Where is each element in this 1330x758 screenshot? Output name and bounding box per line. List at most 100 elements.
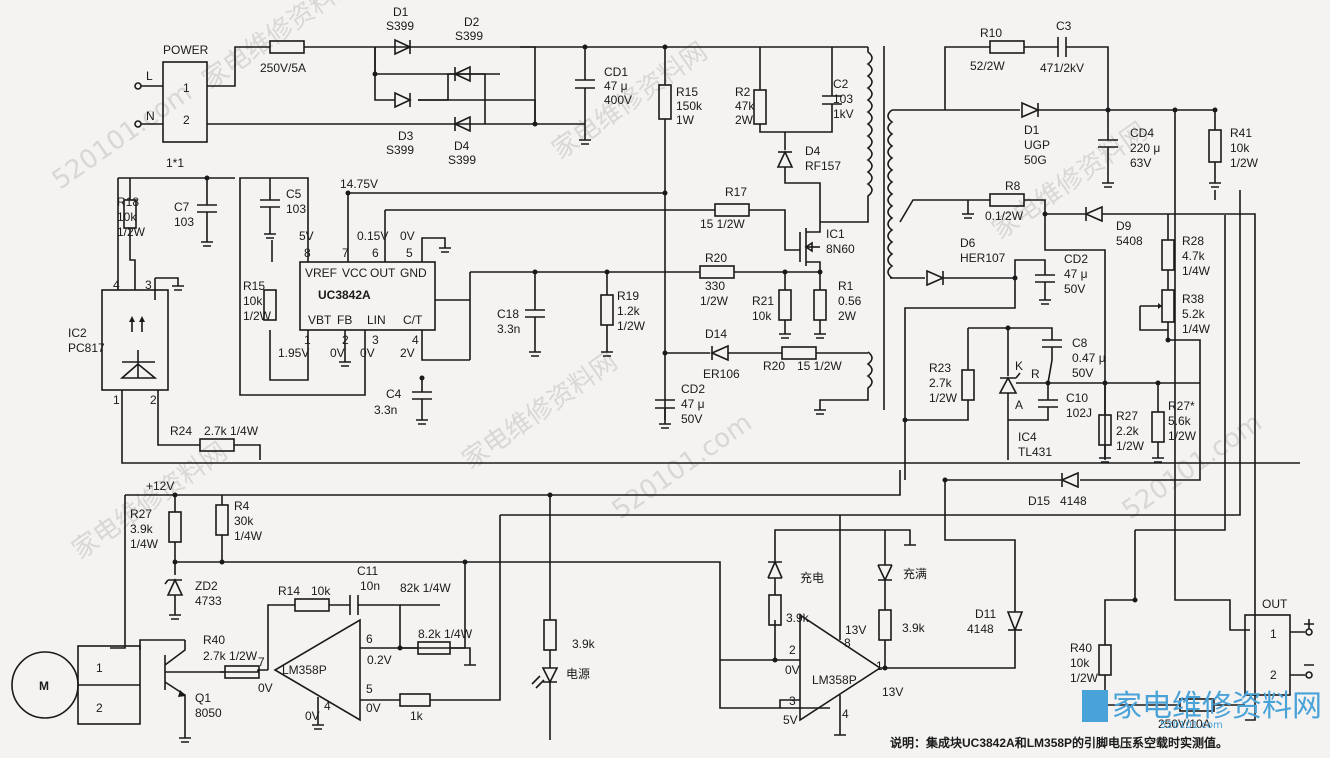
- d2-name: D2: [464, 15, 480, 29]
- r19-power: 1/2W: [617, 319, 646, 333]
- power-l-label: L: [146, 69, 153, 83]
- resistor-r15-feedback: R15 10k 1/2W: [243, 279, 277, 323]
- r27a-value: 2.2k: [1116, 424, 1140, 438]
- out-pin2: 2: [1270, 668, 1277, 682]
- resistor-r15-startup: R15 150k 1W: [658, 44, 703, 420]
- c11-name: C11: [357, 564, 378, 578]
- terminal-l: [134, 82, 142, 90]
- motor-label: M: [39, 679, 49, 693]
- r28-power: 1/4W: [1182, 264, 1211, 278]
- r27a-power: 1/2W: [1116, 439, 1145, 453]
- d14-value: ER106: [703, 367, 740, 381]
- out-title: OUT: [1262, 597, 1288, 611]
- r2-power: 2W: [735, 113, 754, 127]
- logo-icon: [1082, 690, 1108, 722]
- uc-ct-voltage: 2V: [400, 346, 415, 360]
- r19-name: R19: [617, 289, 639, 303]
- uc-pin4: 4: [412, 333, 419, 347]
- q1-name: Q1: [195, 691, 211, 705]
- c8-name: C8: [1072, 336, 1088, 350]
- d6-name: D6: [960, 236, 976, 250]
- uc-pin-vbt: VBT: [308, 313, 332, 327]
- lm2-v2: 0V: [785, 663, 800, 677]
- r40a-value: 2.7k 1/2W: [203, 649, 258, 663]
- r10-value: 52/2W: [970, 59, 1005, 73]
- lm1-pin4: 4: [324, 699, 331, 713]
- zd2-name: ZD2: [195, 579, 218, 593]
- power-pin2-label: 2: [183, 113, 190, 127]
- d1-value: S399: [386, 19, 414, 33]
- lm1-v4: 0V: [305, 709, 320, 723]
- fuse-output-label: 250V/10A: [1158, 717, 1211, 731]
- c18-value: 3.3n: [497, 322, 520, 336]
- uc-pin6: 6: [372, 246, 379, 260]
- lm2-name: LM358P: [812, 673, 857, 687]
- r4-name: R4: [234, 499, 250, 513]
- zd2-value: 4733: [195, 594, 222, 608]
- uc3842a-body: [299, 261, 436, 331]
- power-pin1-label: 1: [183, 81, 190, 95]
- r23-value: 2.7k: [929, 376, 953, 390]
- c3-value: 471/2kV: [1040, 61, 1084, 75]
- fuse-input-label: 250V/5A: [260, 61, 306, 75]
- r20b-name: R20: [763, 359, 785, 373]
- r20b-value: 15 1/2W: [797, 359, 842, 373]
- d3-value: S399: [386, 143, 414, 157]
- uc-out-voltage: 0.15V: [357, 229, 388, 243]
- r82-value: 82k 1/4W: [400, 581, 451, 595]
- uc-fb-voltage: 0V: [330, 346, 345, 360]
- r21-name: R21: [752, 294, 774, 308]
- led-charge-label: 充电: [800, 570, 824, 585]
- uc-pin3: 3: [372, 333, 379, 347]
- r24-value: 2.7k 1/4W: [204, 424, 259, 438]
- c18-name: C18: [497, 307, 519, 321]
- cd4-value: 220 μ: [1130, 141, 1160, 155]
- r41-power: 1/2W: [1230, 156, 1259, 170]
- c10-value: 102J: [1066, 406, 1092, 420]
- q1-value: 8050: [195, 706, 222, 720]
- r15b-value: 10k: [243, 294, 263, 308]
- optocoupler-section: R18 10k 1/2W C7 103 4 3 1 2 IC2 PC817 R2…: [68, 175, 1300, 464]
- d1o-value1: UGP: [1024, 138, 1050, 152]
- lm2-v3: 5V: [783, 713, 798, 727]
- r17-value: 15 1/2W: [700, 217, 745, 231]
- c11-value: 10n: [360, 579, 380, 593]
- r40b-power: 1/2W: [1070, 671, 1099, 685]
- d9-name: D9: [1116, 219, 1132, 233]
- lm1-pin5: 5: [366, 682, 373, 696]
- ic2-value: PC817: [68, 341, 105, 355]
- r15a-value: 150k: [676, 99, 703, 113]
- pc817-pin2: 2: [150, 393, 157, 407]
- r27b-value: 5.6k: [1168, 414, 1192, 428]
- auxiliary-supply: D14 ER106 R20 15 1/2W CD2 47 μ 50V: [655, 327, 868, 429]
- tl431-a: A: [1015, 398, 1023, 412]
- d6-value: HER107: [960, 251, 1006, 265]
- led-full-resistor: 3.9k: [902, 621, 926, 635]
- mosfet-stage: R17 15 1/2W IC1 8N60 R20 330 1/2W R21 10…: [385, 185, 862, 360]
- d2-value: S399: [455, 29, 483, 43]
- lm1-v7: 0V: [258, 681, 273, 695]
- r10-name: R10: [980, 26, 1002, 40]
- uc-pin5: 5: [406, 246, 413, 260]
- r27c-power: 1/4W: [130, 537, 159, 551]
- led-charge-resistor: 3.9k: [786, 611, 810, 625]
- d15-name: D15: [1028, 494, 1050, 508]
- lm1-pin6: 6: [366, 632, 373, 646]
- lm2-pin3: 3: [789, 694, 796, 708]
- cd2b-value: 47 μ: [1064, 267, 1088, 281]
- lm2-v1: 13V: [882, 685, 903, 699]
- lm1-v5: 0V: [366, 701, 381, 715]
- r23-name: R23: [929, 361, 951, 375]
- c4-name: C4: [386, 387, 402, 401]
- d3-name: D3: [398, 129, 414, 143]
- lm2-v8: 13V: [845, 623, 866, 637]
- cd2b-voltage: 50V: [1064, 282, 1085, 296]
- r27b-name: R27*: [1168, 399, 1195, 413]
- r28-value: 4.7k: [1182, 249, 1206, 263]
- bridge-rectifier: D1 S399 D2 S399 D3 S399 D4 S399: [372, 5, 538, 167]
- r17-name: R17: [725, 185, 747, 199]
- r1-power: 2W: [838, 309, 857, 323]
- power-n-label: N: [146, 109, 155, 123]
- out-pin1: 1: [1270, 627, 1277, 641]
- capacitor-cd1: CD1 47 μ 400V: [575, 44, 632, 145]
